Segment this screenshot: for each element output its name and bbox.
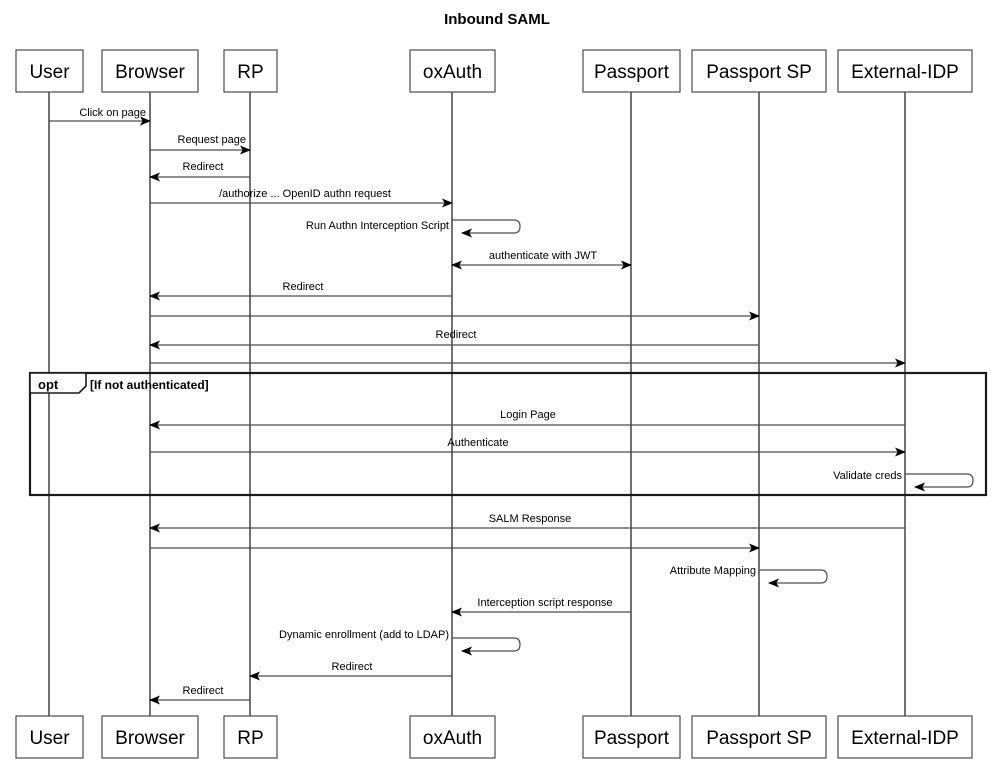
participant-browser-header[interactable]: Browser xyxy=(101,49,199,93)
participant-box xyxy=(101,49,199,93)
message-m4: /authorize ... OpenID authn request xyxy=(150,188,453,208)
message-m16: Attribute Mapping xyxy=(670,565,828,588)
participant-label: External-IDP xyxy=(851,728,959,749)
participant-box xyxy=(15,715,84,759)
message-m20: Redirect xyxy=(149,685,250,705)
message-label: Redirect xyxy=(183,685,224,697)
participant-label: User xyxy=(29,62,70,83)
message-arrow-self xyxy=(452,637,521,656)
participant-rp-footer[interactable]: RP xyxy=(223,715,278,759)
participant-label: Passport xyxy=(594,62,670,83)
message-m17: Interception script response xyxy=(451,597,631,617)
participant-user-footer[interactable]: User xyxy=(15,715,84,759)
participant-label: Passport SP xyxy=(706,728,812,749)
participant-box xyxy=(837,49,973,93)
message-m1: Click on page xyxy=(49,107,151,126)
participant-label: User xyxy=(29,728,70,749)
participant-box xyxy=(582,49,681,93)
participant-label: Browser xyxy=(115,62,185,83)
participant-box xyxy=(223,49,278,93)
participant-footer-boxes: User Browser RP oxAuth Passport Passport SP Ex… xyxy=(15,715,973,759)
fragment-operator-tab xyxy=(29,372,87,394)
message-label: Redirect xyxy=(183,161,224,173)
fragment-guard-label: [If not authenticated] xyxy=(90,378,209,392)
message-label: Validate creds xyxy=(833,470,902,482)
message-arrow-self xyxy=(452,219,521,238)
participant-label: Passport xyxy=(594,728,670,749)
message-label: Redirect xyxy=(283,281,324,293)
participant-box xyxy=(409,715,496,759)
participant-passport-footer[interactable]: Passport xyxy=(582,715,681,759)
participant-label: Browser xyxy=(115,728,185,749)
participant-passport_sp-footer[interactable]: Passport SP xyxy=(691,715,827,759)
message-m18: Dynamic enrollment (add to LDAP) xyxy=(279,629,521,656)
participant-label: External-IDP xyxy=(851,62,959,83)
participant-box xyxy=(691,715,827,759)
message-m9: Redirect xyxy=(149,329,759,350)
message-m5: Run Authn Interception Script xyxy=(306,219,521,238)
participant-box xyxy=(582,715,681,759)
message-m11: Login Page xyxy=(149,409,905,430)
participant-external_idp-header[interactable]: External-IDP xyxy=(837,49,973,93)
participant-browser-footer[interactable]: Browser xyxy=(101,715,199,759)
participant-label: oxAuth xyxy=(423,728,482,749)
message-m19: Redirect xyxy=(249,661,452,681)
participant-box xyxy=(101,715,199,759)
participant-user-header[interactable]: User xyxy=(15,49,84,93)
fragment-opt: opt [If not authenticated] xyxy=(28,371,988,497)
message-label: Login Page xyxy=(500,409,556,421)
message-m12: Authenticate xyxy=(150,437,906,457)
fragment-operator-label: opt xyxy=(38,377,59,392)
message-label: Attribute Mapping xyxy=(670,565,756,577)
lifelines-group xyxy=(48,92,906,716)
message-label: Redirect xyxy=(332,661,373,673)
participant-label: oxAuth xyxy=(423,62,482,83)
message-m6: authenticate with JWT xyxy=(451,250,632,270)
message-m7: Redirect xyxy=(149,281,452,301)
fragment-border xyxy=(28,371,988,497)
participant-box xyxy=(691,49,827,93)
participant-passport-header[interactable]: Passport xyxy=(582,49,681,93)
participant-header-boxes: User Browser RP oxAuth Passport Passport SP Ex… xyxy=(15,49,973,93)
participant-oxauth-footer[interactable]: oxAuth xyxy=(409,715,496,759)
participant-box xyxy=(223,715,278,759)
message-label: Run Authn Interception Script xyxy=(306,220,449,232)
message-label: Click on page xyxy=(79,107,146,119)
participant-oxauth-header[interactable]: oxAuth xyxy=(409,49,496,93)
message-m2: Request page xyxy=(150,134,251,155)
participant-box xyxy=(15,49,84,93)
participant-external_idp-footer[interactable]: External-IDP xyxy=(837,715,973,759)
message-label: Interception script response xyxy=(477,597,612,609)
participant-rp-header[interactable]: RP xyxy=(223,49,278,93)
message-label: Redirect xyxy=(436,329,477,341)
message-label: Request page xyxy=(178,134,247,146)
message-arrow-self xyxy=(905,473,974,492)
message-label: /authorize ... OpenID authn request xyxy=(219,188,391,200)
participant-label: RP xyxy=(237,728,263,749)
message-label: Dynamic enrollment (add to LDAP) xyxy=(279,629,449,641)
message-arrow-self xyxy=(759,569,828,588)
participant-passport_sp-header[interactable]: Passport SP xyxy=(691,49,827,93)
message-m14: SALM Response xyxy=(149,513,905,533)
participant-label: RP xyxy=(237,62,263,83)
participant-box xyxy=(837,715,973,759)
message-m3: Redirect xyxy=(149,161,250,182)
message-label: Authenticate xyxy=(447,437,508,449)
diagram-title: Inbound SAML xyxy=(444,11,550,28)
participant-box xyxy=(409,49,496,93)
message-m13: Validate creds xyxy=(833,470,974,492)
message-label: SALM Response xyxy=(489,513,572,525)
message-label: authenticate with JWT xyxy=(489,250,597,262)
participant-label: Passport SP xyxy=(706,62,812,83)
